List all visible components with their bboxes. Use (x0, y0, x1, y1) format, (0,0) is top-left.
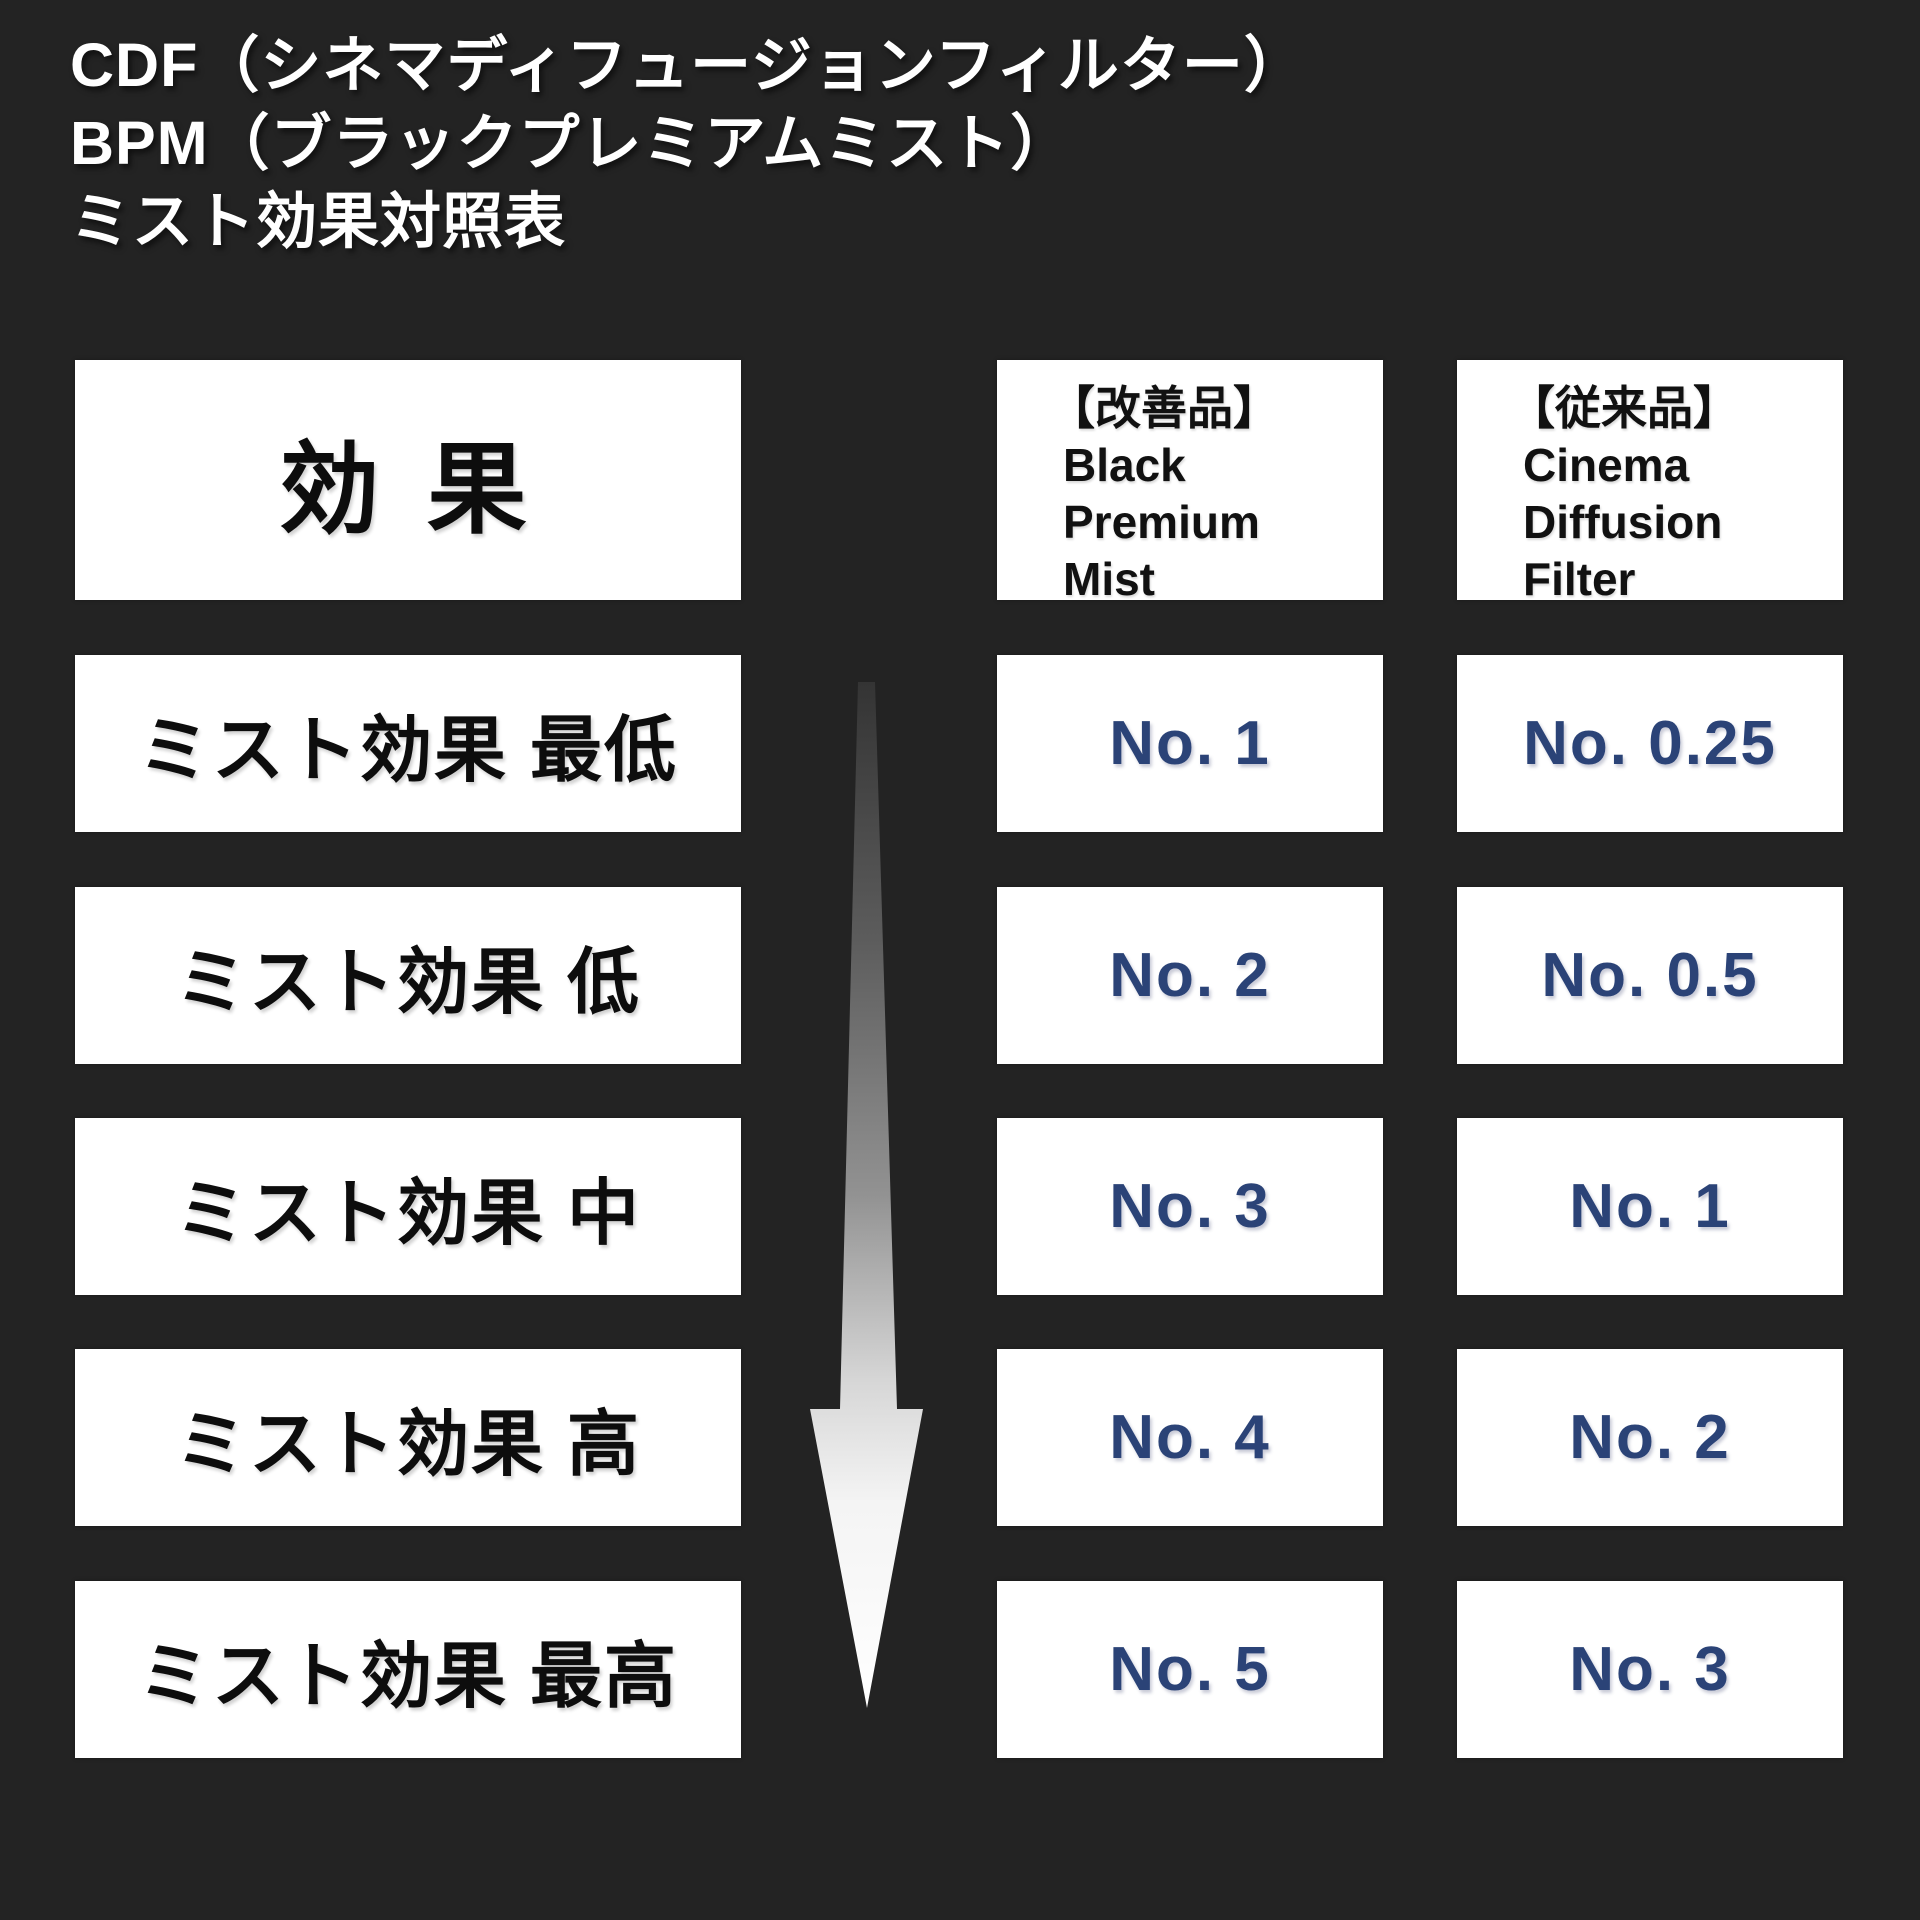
bpm-value-text: No. 5 (1109, 1635, 1271, 1704)
bpm-value-text: No. 1 (1109, 709, 1271, 778)
bpm-header-line: Black (1063, 439, 1186, 491)
cdf-value-text: No. 3 (1569, 1635, 1731, 1704)
table-row-label: ミスト効果 最低 (75, 655, 741, 832)
bpm-value-cell: No. 3 (997, 1118, 1383, 1295)
bpm-value-cell: No. 2 (997, 887, 1383, 1064)
bpm-header-line: Premium (1063, 496, 1260, 548)
cdf-header-line: Filter (1523, 553, 1636, 605)
cdf-value-cell: No. 1 (1457, 1118, 1843, 1295)
bpm-value-cell: No. 1 (997, 655, 1383, 832)
bpm-column-header: 【改善品】 Black Premium Mist (997, 360, 1383, 605)
table-row-label: ミスト効果 高 (75, 1349, 741, 1526)
cdf-header-tag: 【従来品】 (1509, 382, 1739, 434)
cdf-column-header: 【従来品】 Cinema Diffusion Filter (1457, 360, 1843, 605)
cdf-value-text: No. 0.25 (1523, 709, 1777, 778)
cdf-value-cell: No. 3 (1457, 1581, 1843, 1758)
bpm-header-line: Mist (1063, 553, 1155, 605)
table-row-label: ミスト効果 低 (75, 887, 741, 1064)
bpm-value-text: No. 2 (1109, 941, 1271, 1010)
bpm-header-tag: 【改善品】 (1049, 382, 1279, 434)
row-label-text: ミスト効果 高 (174, 1405, 641, 1485)
effect-header-cell: 効 果 (75, 360, 741, 600)
row-label-text: ミスト効果 低 (174, 943, 641, 1023)
cdf-value-cell: No. 0.25 (1457, 655, 1843, 832)
bpm-value-cell: No. 5 (997, 1581, 1383, 1758)
row-label-text: ミスト効果 最低 (137, 711, 678, 791)
effect-header-label: 効 果 (279, 433, 537, 546)
title-line-table: ミスト効果対照表 (70, 187, 567, 255)
row-label-text: ミスト効果 最高 (137, 1637, 678, 1717)
table-row-label: ミスト効果 中 (75, 1118, 741, 1295)
cdf-value-text: No. 0.5 (1541, 941, 1759, 1010)
page-title: CDF（シネマディフュージョンフィルター） BPM（ブラックプレミアムミスト） … (70, 26, 1306, 260)
cdf-value-cell: No. 0.5 (1457, 887, 1843, 1064)
row-label-text: ミスト効果 中 (174, 1174, 641, 1254)
cdf-value-text: No. 1 (1569, 1172, 1731, 1241)
cdf-header-line: Cinema (1523, 439, 1690, 491)
bpm-value-text: No. 3 (1109, 1172, 1271, 1241)
cdf-value-cell: No. 2 (1457, 1349, 1843, 1526)
bpm-value-text: No. 4 (1109, 1403, 1271, 1472)
cdf-header-line: Diffusion (1523, 496, 1723, 548)
table-row-label: ミスト効果 最高 (75, 1581, 741, 1758)
title-line-cdf: CDF（シネマディフュージョンフィルター） (70, 31, 1306, 99)
bpm-value-cell: No. 4 (997, 1349, 1383, 1526)
down-arrow-icon (746, 660, 986, 1760)
title-line-bpm: BPM（ブラックプレミアムミスト） (70, 109, 1073, 177)
cdf-value-text: No. 2 (1569, 1403, 1731, 1472)
